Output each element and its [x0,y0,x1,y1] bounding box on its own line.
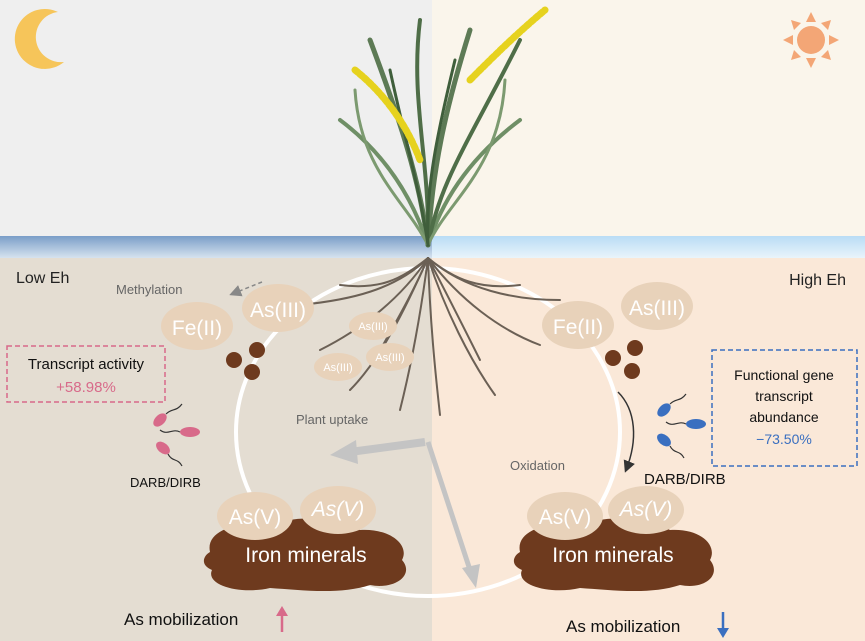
microbes-left-icon [153,403,200,467]
arrow-up-icon [276,606,288,632]
water-layer-right [432,236,865,258]
as5-italic-label-right: As(V) [618,498,673,521]
oxidation-arrow [617,391,635,473]
svg-text:As(III): As(III) [323,362,352,374]
iron-particles-left [226,342,265,380]
fe2-label-left: Fe(II) [172,317,222,340]
functional-gene-line2: transcript [755,388,813,404]
right-species: Fe(II) As(III) [542,282,693,349]
darb-dirb-right-label: DARB/DIRB [644,471,726,488]
functional-gene-line1: Functional gene [734,367,834,383]
sun-icon [783,12,839,68]
svg-text:As(III): As(III) [358,321,387,333]
iron-particles-right [605,340,643,379]
transcript-activity-box [6,345,166,403]
as3-label-left: As(III) [250,299,306,322]
methylation-label: Methylation [116,282,182,297]
as5-label-right: As(V) [539,506,592,529]
iron-minerals-left: As(V) As(V) Iron minerals [203,486,407,592]
darb-dirb-left-label: DARB/DIRB [130,475,201,490]
sky-night [0,0,432,240]
high-eh-label: High Eh [789,272,846,289]
iron-minerals-label-left: Iron minerals [245,544,366,567]
iron-minerals-right: As(V) As(V) Iron minerals [513,486,714,592]
transcript-activity-title: Transcript activity [28,356,145,373]
plant-uptake-arrows [330,438,480,588]
fe2-label-right: Fe(II) [553,316,603,339]
as3-label-right: As(III) [629,297,685,320]
microbes-right-icon [657,393,706,459]
plant-uptake-label: Plant uptake [296,412,368,427]
low-eh-label: Low Eh [16,270,69,287]
as-mobilization-right-label: As mobilization [566,617,680,636]
as-mobilization-left-label: As mobilization [124,610,238,629]
functional-gene-line3: abundance [749,409,819,425]
left-species: Fe(II) As(III) [161,284,314,350]
functional-gene-value: −73.50% [756,431,812,447]
transcript-activity-value: +58.98% [56,379,116,396]
as5-italic-label-left: As(V) [310,498,365,521]
oxidation-label: Oxidation [510,458,565,473]
water-layer-left [0,236,432,258]
root-as3-bubbles: As(III) As(III) As(III) [314,312,414,381]
rice-plant [338,6,549,248]
svg-text:As(III): As(III) [375,352,404,364]
functional-gene-box [711,349,858,467]
iron-minerals-label-right: Iron minerals [552,544,673,567]
as5-label-left: As(V) [229,506,282,529]
moon-icon [14,8,64,69]
methylation-arrow [229,281,263,297]
arrow-down-icon [717,612,729,638]
